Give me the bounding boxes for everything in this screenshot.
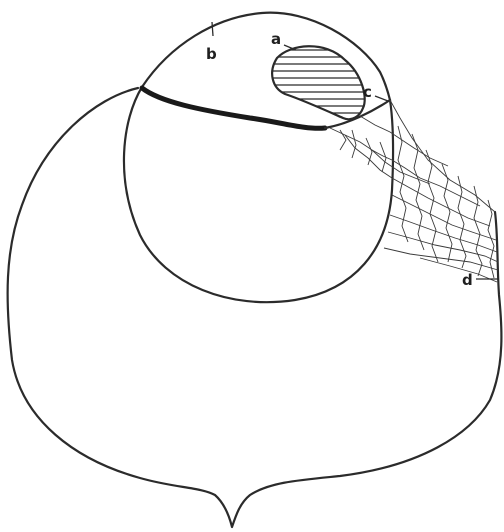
label-b-leader <box>212 22 213 36</box>
label-c-leader <box>375 96 388 101</box>
hatched-region <box>260 50 380 113</box>
reticulated-network <box>330 100 498 282</box>
label-c: c <box>363 83 372 101</box>
label-b: b <box>206 45 217 63</box>
top-cap-outline <box>142 13 390 100</box>
equatorial-band <box>142 88 325 128</box>
label-a: a <box>271 30 281 48</box>
label-d: d <box>462 271 473 289</box>
